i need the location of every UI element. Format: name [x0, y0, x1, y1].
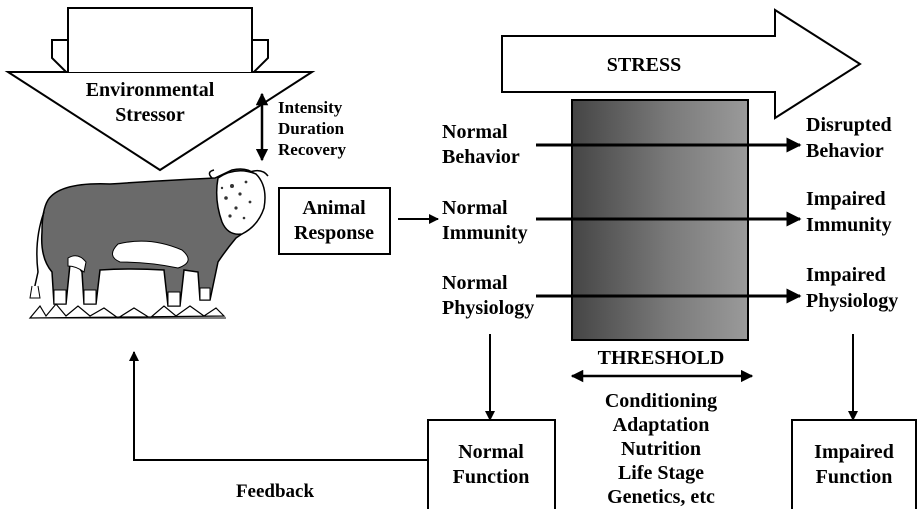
feedback-label: Feedback: [236, 481, 315, 502]
normal-function-line1: Normal: [458, 441, 524, 463]
environmental-stressor-arrow: [4, 7, 316, 172]
modifier-adaptation: Adaptation: [613, 414, 710, 436]
normal-function-box: [427, 419, 556, 509]
stressor-factor-intensity: Intensity: [278, 98, 343, 117]
right-state-physiology-line2: Physiology: [806, 290, 898, 312]
animal-response-line1: Animal: [302, 197, 366, 219]
right-state-behavior-line2: Behavior: [806, 140, 884, 162]
impaired-function-line1: Impaired: [814, 441, 894, 463]
feedback-arrow: [129, 351, 428, 461]
right-state-physiology-line1: Impaired: [806, 264, 886, 286]
modifier-genetics: Genetics, etc: [607, 486, 715, 508]
left-state-behavior-line2: Behavior: [442, 146, 520, 168]
impaired-function-line2: Function: [816, 466, 893, 488]
normal-function-line2: Function: [453, 466, 530, 488]
stress-arrow: [501, 8, 862, 120]
modifier-life-stage: Life Stage: [618, 462, 704, 484]
stress-label: STRESS: [607, 54, 682, 76]
right-state-immunity-line1: Impaired: [806, 188, 886, 210]
left-state-physiology-line2: Physiology: [442, 297, 534, 319]
stressor-factor-recovery: Recovery: [278, 140, 346, 159]
modifier-nutrition: Nutrition: [621, 438, 701, 460]
animal-response-box: [278, 187, 391, 255]
threshold-label: THRESHOLD: [598, 347, 725, 369]
modifier-conditioning: Conditioning: [605, 390, 717, 412]
cow-illustration: [28, 168, 269, 319]
impaired-function-box: [791, 419, 917, 509]
left-state-physiology-line1: Normal: [442, 272, 508, 294]
left-state-immunity-line1: Normal: [442, 197, 508, 219]
right-state-immunity-line2: Immunity: [806, 214, 892, 236]
left-state-immunity-line2: Immunity: [442, 222, 528, 244]
left-state-behavior-line1: Normal: [442, 121, 508, 143]
stressor-label-line1: Environmental: [86, 79, 215, 101]
stressor-label-line2: Stressor: [115, 104, 185, 126]
animal-response-line2: Response: [294, 222, 374, 244]
stressor-factor-duration: Duration: [278, 119, 345, 138]
right-state-behavior-line1: Disrupted: [806, 114, 892, 136]
